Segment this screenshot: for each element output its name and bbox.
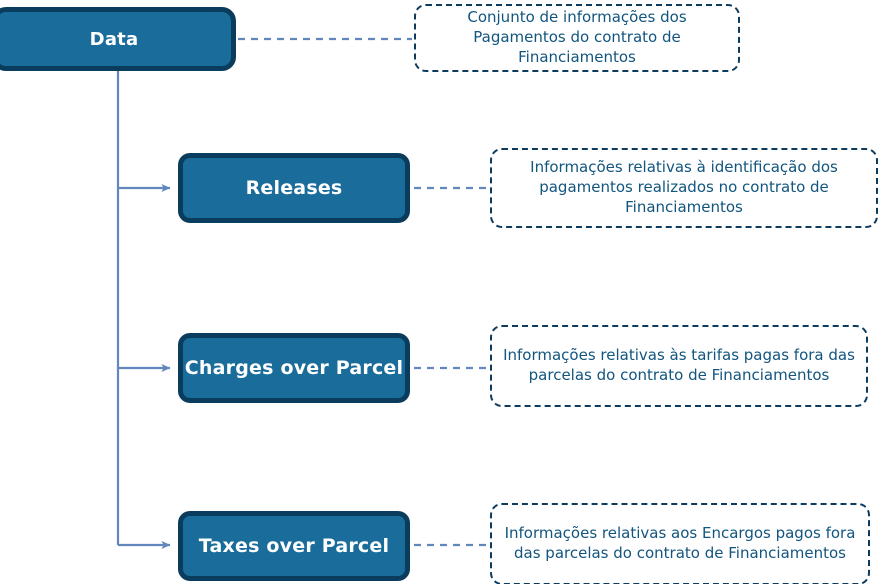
node-releases-label: Releases bbox=[245, 177, 343, 199]
node-charges-over-parcel[interactable]: Charges over Parcel bbox=[178, 333, 410, 403]
note-data: Conjunto de informações dos Pagamentos d… bbox=[414, 4, 740, 72]
node-charges-over-parcel-label: Charges over Parcel bbox=[184, 357, 404, 379]
note-charges-over-parcel: Informações relativas às tarifas pagas f… bbox=[490, 325, 868, 407]
note-data-text: Conjunto de informações dos Pagamentos d… bbox=[467, 8, 687, 66]
node-taxes-over-parcel-label: Taxes over Parcel bbox=[198, 535, 390, 557]
node-taxes-over-parcel[interactable]: Taxes over Parcel bbox=[178, 511, 410, 581]
note-charges-over-parcel-text: Informações relativas às tarifas pagas f… bbox=[503, 346, 855, 384]
note-taxes-over-parcel: Informações relativas aos Encargos pagos… bbox=[490, 503, 870, 584]
note-releases: Informações relativas à identificação do… bbox=[490, 148, 878, 228]
node-data[interactable]: Data bbox=[0, 7, 236, 71]
note-releases-text: Informações relativas à identificação do… bbox=[530, 158, 838, 216]
note-taxes-over-parcel-text: Informações relativas aos Encargos pagos… bbox=[504, 524, 856, 562]
node-releases[interactable]: Releases bbox=[178, 153, 410, 223]
node-data-label: Data bbox=[89, 28, 139, 50]
